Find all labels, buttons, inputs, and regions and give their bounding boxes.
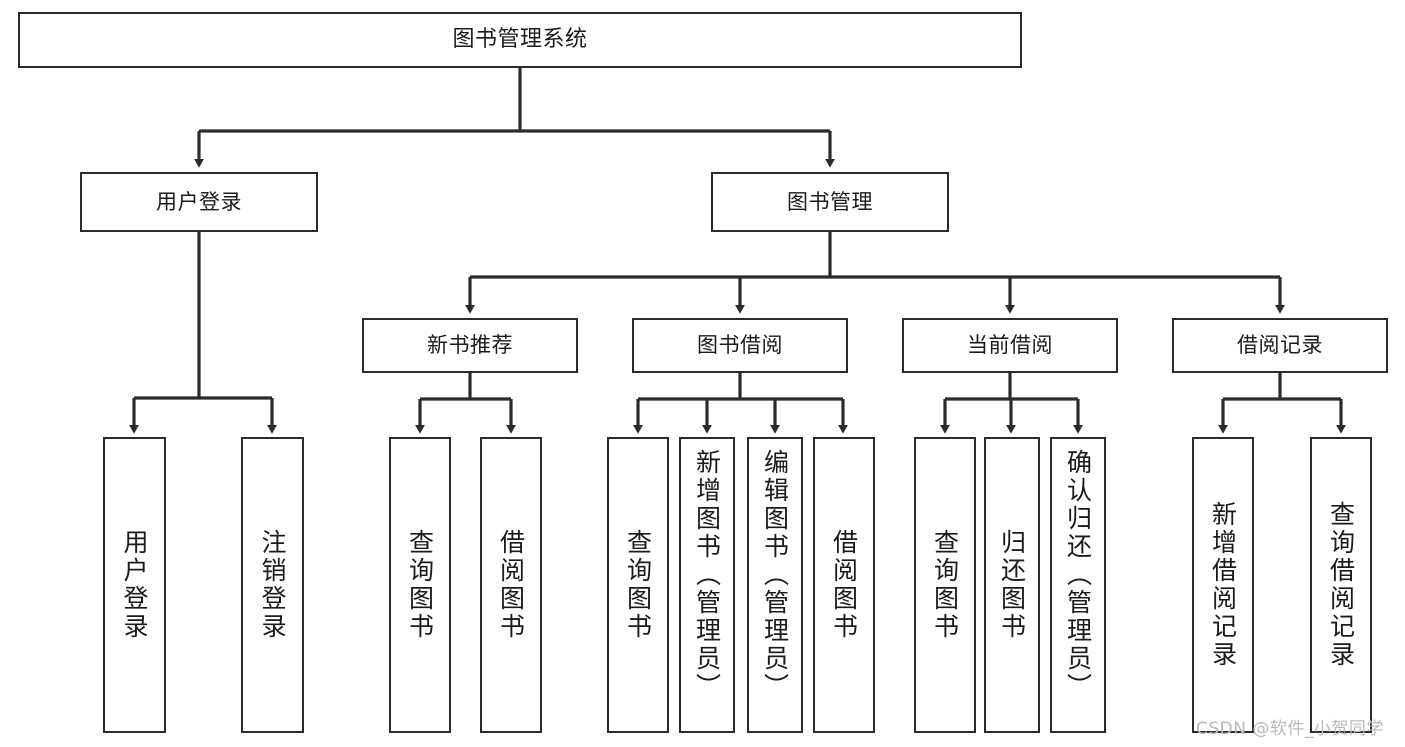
node-user-login[interactable]: 用户登录 (80, 172, 318, 232)
node-root-system[interactable]: 图书管理系统 (18, 12, 1022, 68)
leaf-user-login-logout[interactable]: 注销登录 (241, 437, 304, 733)
node-label: 编辑图书（管理员） (760, 449, 790, 701)
node-book-borrow[interactable]: 图书借阅 (632, 318, 848, 373)
leaf-borrow-borrow-book[interactable]: 借阅图书 (813, 437, 875, 733)
node-label: 借阅图书 (829, 529, 859, 641)
leaf-current-confirm-return-admin[interactable]: 确认归还（管理员） (1050, 437, 1106, 733)
node-label: 查询图书 (405, 529, 435, 641)
csdn-watermark: CSDN @软件_小贺同学 (1196, 719, 1384, 739)
node-label: 借阅记录 (1237, 333, 1323, 358)
node-label: 图书管理 (787, 189, 873, 214)
node-label: 图书借阅 (697, 333, 783, 358)
node-label: 用户登录 (156, 189, 242, 214)
leaf-current-return-book[interactable]: 归还图书 (984, 437, 1040, 733)
node-label: 新增图书（管理员） (692, 449, 722, 701)
node-label: 查询图书 (623, 529, 653, 641)
node-label: 当前借阅 (967, 333, 1053, 358)
leaf-current-query-book[interactable]: 查询图书 (914, 437, 976, 733)
node-label: 新增借阅记录 (1208, 501, 1238, 669)
leaf-borrow-edit-book-admin[interactable]: 编辑图书（管理员） (747, 437, 803, 733)
node-new-book-recommend[interactable]: 新书推荐 (362, 318, 578, 373)
node-current-borrow[interactable]: 当前借阅 (902, 318, 1118, 373)
node-label: 确认归还（管理员） (1063, 449, 1093, 701)
node-label: 查询图书 (930, 529, 960, 641)
leaf-borrow-add-book-admin[interactable]: 新增图书（管理员） (679, 437, 735, 733)
node-label: 图书管理系统 (452, 27, 588, 53)
node-label: 查询借阅记录 (1326, 501, 1356, 669)
leaf-record-query-record[interactable]: 查询借阅记录 (1310, 437, 1372, 733)
leaf-recommend-query-book[interactable]: 查询图书 (389, 437, 451, 733)
leaf-record-add-record[interactable]: 新增借阅记录 (1192, 437, 1254, 733)
node-label: 注销登录 (258, 529, 287, 641)
leaf-recommend-borrow-book[interactable]: 借阅图书 (480, 437, 542, 733)
leaf-user-login-login[interactable]: 用户登录 (103, 437, 166, 733)
node-borrow-record[interactable]: 借阅记录 (1172, 318, 1388, 373)
node-label: 用户登录 (120, 529, 149, 641)
leaf-borrow-query-book[interactable]: 查询图书 (607, 437, 669, 733)
node-label: 归还图书 (997, 529, 1027, 641)
node-label: 新书推荐 (427, 333, 513, 358)
node-book-management[interactable]: 图书管理 (711, 172, 949, 232)
node-label: 借阅图书 (496, 529, 526, 641)
